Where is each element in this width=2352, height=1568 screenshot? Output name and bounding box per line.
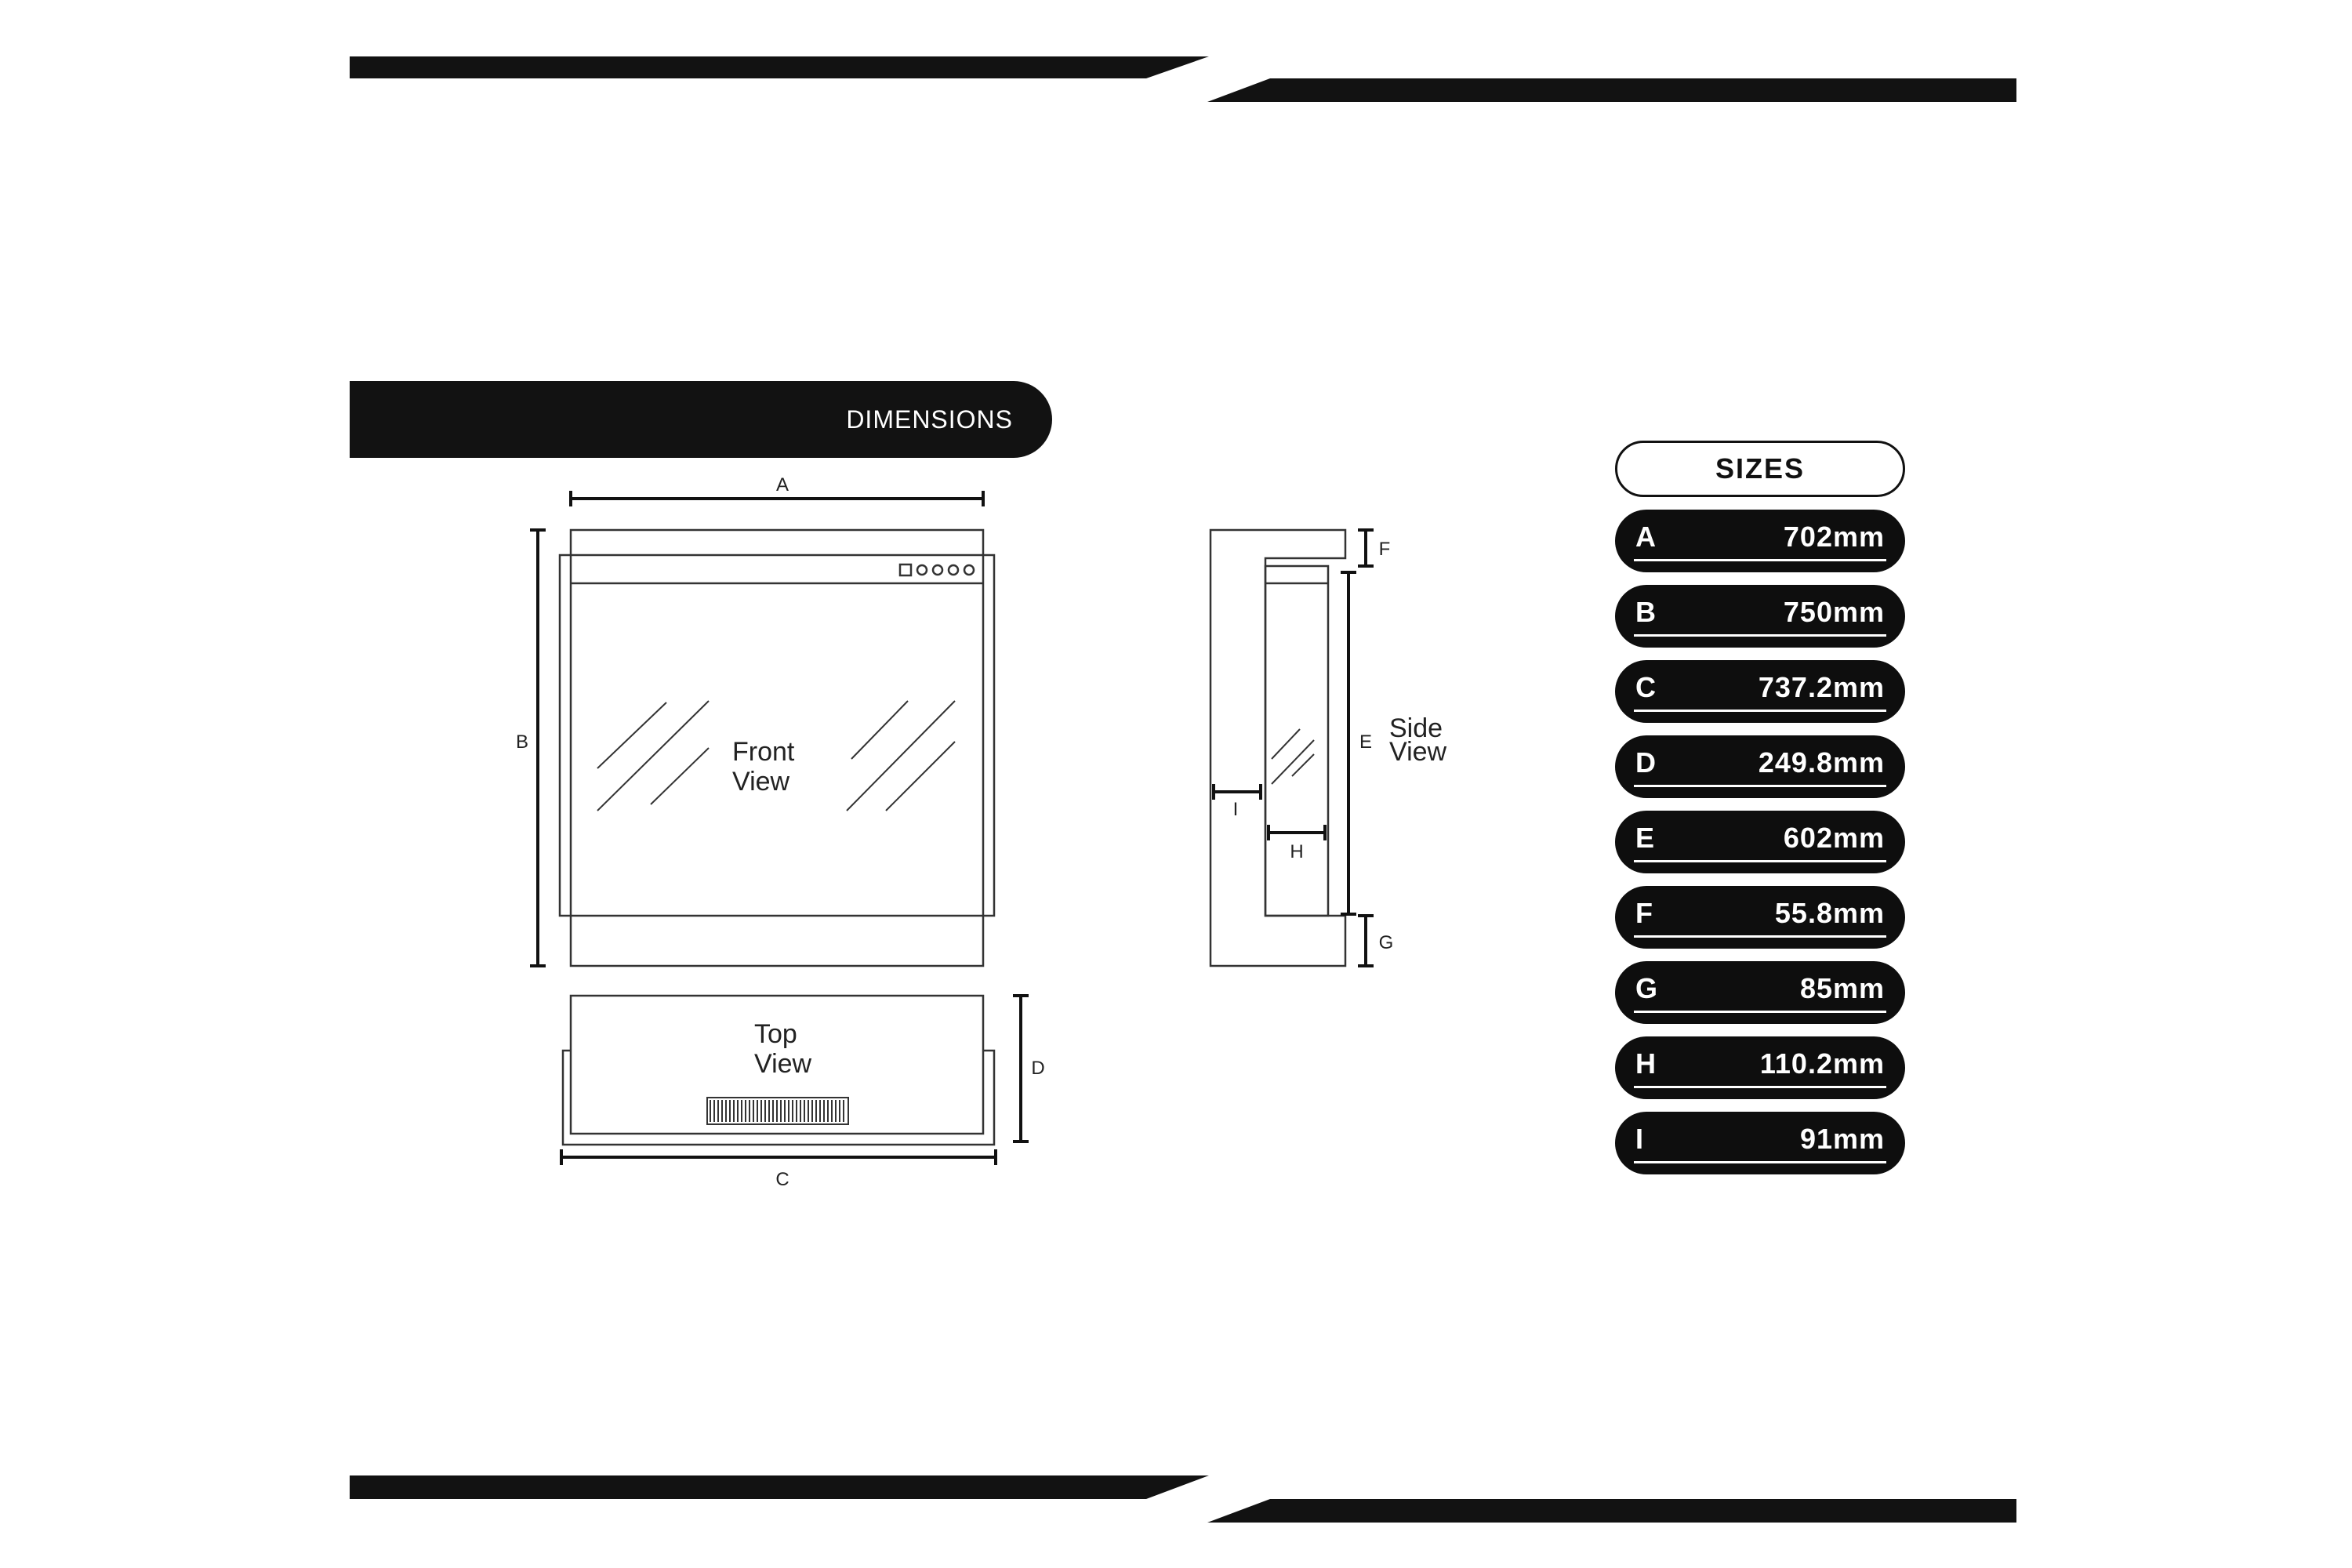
side-reflection-icon bbox=[1271, 728, 1315, 785]
dimension-line-c bbox=[560, 1149, 997, 1165]
size-key: I bbox=[1635, 1123, 1644, 1155]
size-key: E bbox=[1635, 822, 1655, 854]
side-view-label-line2: View bbox=[1389, 737, 1447, 767]
size-underline bbox=[1634, 634, 1886, 637]
barcode-vent-icon bbox=[710, 1100, 844, 1122]
size-row-d: D 249.8mm bbox=[1615, 735, 1905, 798]
size-row-g: G 85mm bbox=[1615, 961, 1905, 1024]
label-d: D bbox=[1031, 1058, 1044, 1079]
dimensions-title: DIMENSIONS bbox=[846, 405, 1013, 434]
label-i: I bbox=[1233, 799, 1239, 820]
front-outer-frame bbox=[569, 528, 985, 967]
size-underline bbox=[1634, 1086, 1886, 1088]
size-key: F bbox=[1635, 897, 1653, 929]
front-view-label-line1: Front bbox=[732, 737, 795, 767]
control-buttons-icon bbox=[898, 563, 975, 577]
bottom-stripe-left bbox=[350, 1475, 1209, 1499]
label-a: A bbox=[776, 474, 789, 495]
size-key: A bbox=[1635, 521, 1656, 553]
glass-reflection-icon bbox=[597, 700, 956, 811]
size-row-h: H 110.2mm bbox=[1615, 1036, 1905, 1099]
top-stripe-right bbox=[1207, 78, 2016, 102]
side-glass-section bbox=[1264, 564, 1330, 917]
size-key: D bbox=[1635, 746, 1656, 779]
size-key: C bbox=[1635, 671, 1656, 703]
sizes-header: SIZES bbox=[1615, 441, 1905, 497]
dimension-line-i bbox=[1212, 784, 1262, 800]
size-row-c: C 737.2mm bbox=[1615, 660, 1905, 723]
size-row-f: F 55.8mm bbox=[1615, 886, 1905, 949]
sizes-title: SIZES bbox=[1715, 452, 1806, 485]
label-c: C bbox=[775, 1169, 789, 1190]
size-underline bbox=[1634, 935, 1886, 938]
front-view-label-line2: View bbox=[732, 767, 790, 797]
size-value: 602mm bbox=[1783, 822, 1885, 854]
size-row-e: E 602mm bbox=[1615, 811, 1905, 873]
dimension-line-g bbox=[1358, 914, 1374, 967]
size-value: 737.2mm bbox=[1758, 671, 1885, 703]
size-row-a: A 702mm bbox=[1615, 510, 1905, 572]
dimension-line-e bbox=[1341, 571, 1356, 916]
size-row-b: B 750mm bbox=[1615, 585, 1905, 648]
top-view-label-line2: View bbox=[754, 1049, 812, 1079]
label-g: G bbox=[1379, 932, 1394, 953]
size-key: B bbox=[1635, 596, 1656, 628]
dimension-line-a bbox=[569, 491, 985, 506]
bottom-stripe-right bbox=[1207, 1499, 2016, 1523]
top-view-label-line1: Top bbox=[754, 1019, 797, 1049]
top-view bbox=[560, 994, 1029, 1165]
size-key: G bbox=[1635, 972, 1658, 1004]
front-view bbox=[530, 491, 996, 967]
top-stripe-left bbox=[350, 56, 1209, 78]
size-row-i: I 91mm bbox=[1615, 1112, 1905, 1174]
size-key: H bbox=[1635, 1047, 1656, 1080]
size-underline bbox=[1634, 785, 1886, 787]
size-value: 85mm bbox=[1799, 972, 1885, 1004]
size-value: 702mm bbox=[1783, 521, 1885, 553]
size-value: 110.2mm bbox=[1759, 1047, 1885, 1080]
size-underline bbox=[1634, 860, 1886, 862]
sizes-list: A 702mm B 750mm C 737.2mm D 249.8mm E 60… bbox=[1615, 510, 1905, 1187]
size-value: 249.8mm bbox=[1758, 746, 1885, 779]
side-view-label-line1: Side bbox=[1389, 713, 1443, 743]
size-underline bbox=[1634, 559, 1886, 561]
side-outline bbox=[1209, 528, 1347, 967]
size-underline bbox=[1634, 710, 1886, 712]
front-glass-frame bbox=[558, 554, 996, 917]
label-f: F bbox=[1379, 539, 1391, 560]
dimension-line-b bbox=[530, 528, 546, 967]
size-underline bbox=[1634, 1161, 1886, 1163]
size-underline bbox=[1634, 1011, 1886, 1013]
size-value: 91mm bbox=[1799, 1123, 1885, 1155]
dimension-line-d bbox=[1013, 994, 1029, 1143]
size-value: 55.8mm bbox=[1774, 897, 1885, 929]
dimension-line-h bbox=[1267, 825, 1327, 840]
side-view bbox=[1209, 528, 1374, 967]
dimension-line-f bbox=[1358, 528, 1374, 568]
label-e: E bbox=[1359, 731, 1372, 753]
top-body bbox=[569, 994, 985, 1135]
label-b: B bbox=[516, 731, 528, 753]
size-value: 750mm bbox=[1783, 596, 1885, 628]
dimensions-banner: DIMENSIONS bbox=[350, 381, 1052, 458]
label-h: H bbox=[1290, 841, 1303, 862]
top-base bbox=[561, 1049, 996, 1146]
